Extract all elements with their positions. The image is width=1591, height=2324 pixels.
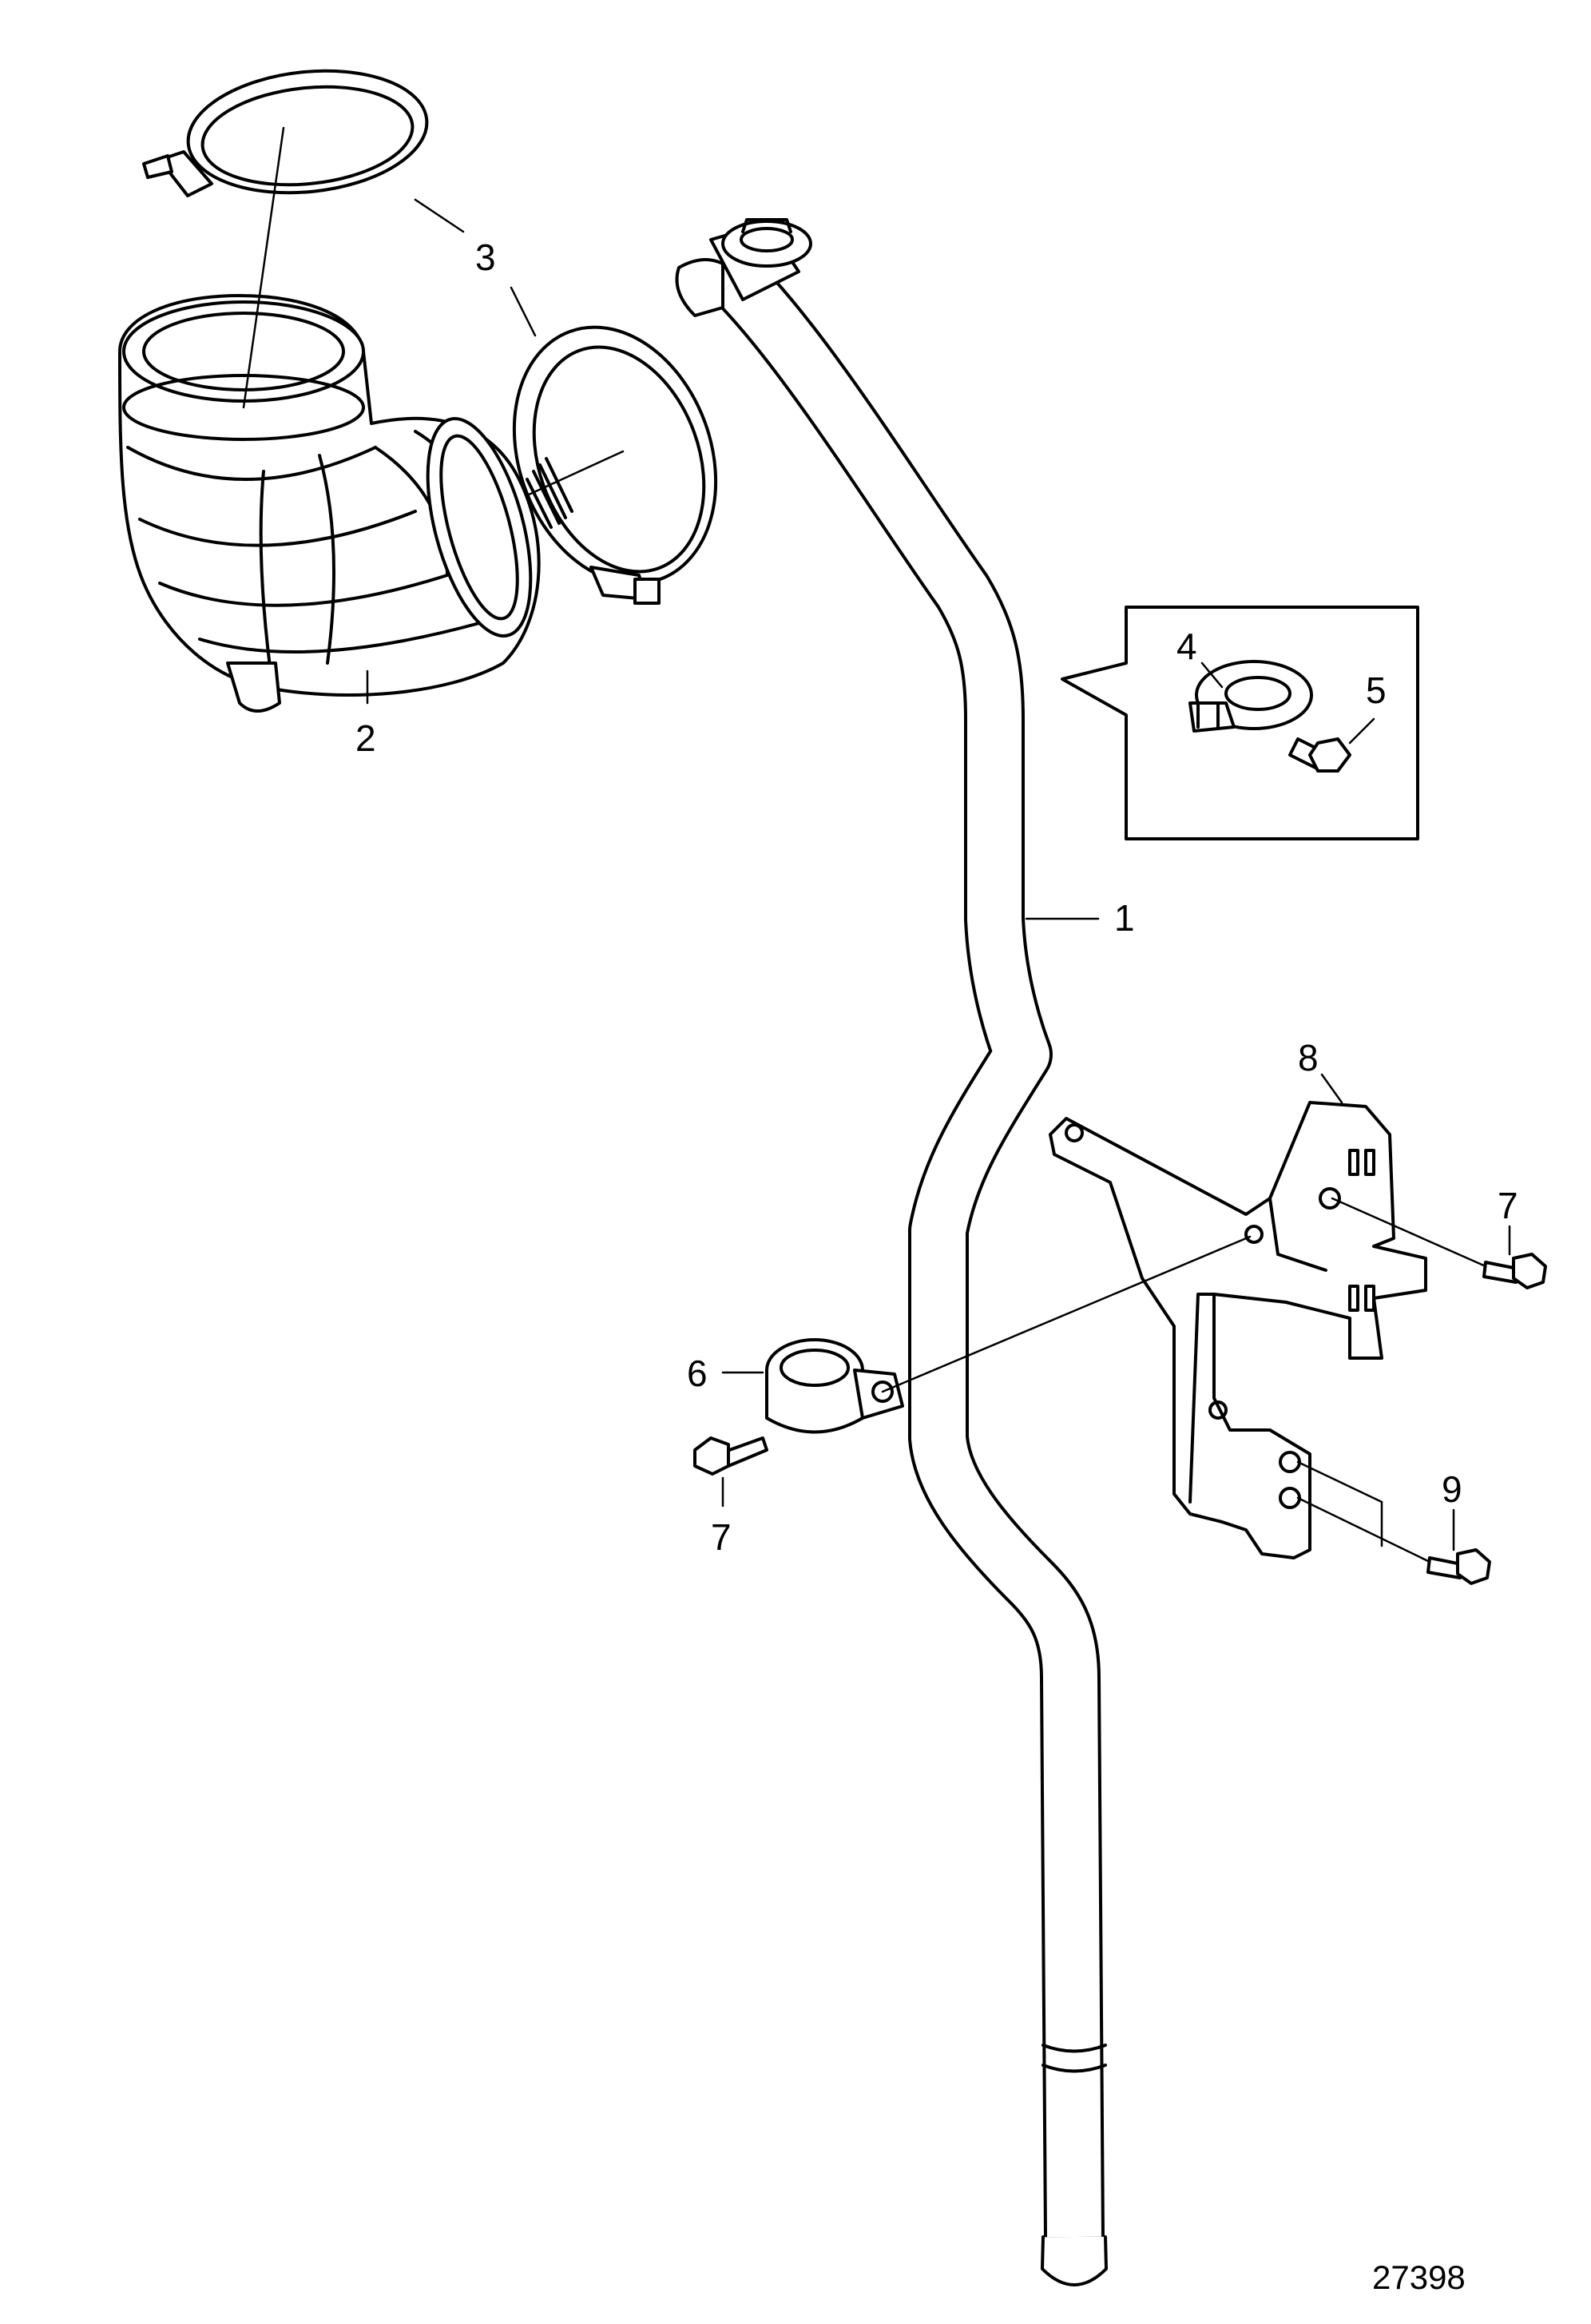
inset-screw [1288,737,1351,773]
callout-2: 2 [355,717,376,759]
callout-3: 3 [475,236,496,278]
callout-8: 8 [1298,1037,1319,1079]
figure-id: 27398 [1372,2258,1466,2296]
clamp [765,1338,904,1434]
hose-clamp-side [512,325,718,605]
hose-elbow-fitting [675,218,812,317]
elbow [118,294,541,713]
inset-detail [1061,606,1419,840]
callout-6: 6 [687,1353,708,1394]
bracket-screw [1426,1548,1491,1585]
hose [675,218,1108,2286]
callout-5: 5 [1366,669,1387,711]
screw-right [1482,1253,1547,1289]
callout-9: 9 [1442,1468,1462,1510]
screw-left [693,1436,768,1476]
inset-clip [1188,660,1313,733]
callout-4: 4 [1176,626,1197,667]
bracket [1049,1101,1427,1559]
callout-1: 1 [1114,897,1135,939]
callout-7-right: 7 [1498,1185,1518,1226]
hose-clamp-top [142,69,429,409]
leader-lines [366,198,1511,1563]
callout-7-left: 7 [711,1516,732,1558]
